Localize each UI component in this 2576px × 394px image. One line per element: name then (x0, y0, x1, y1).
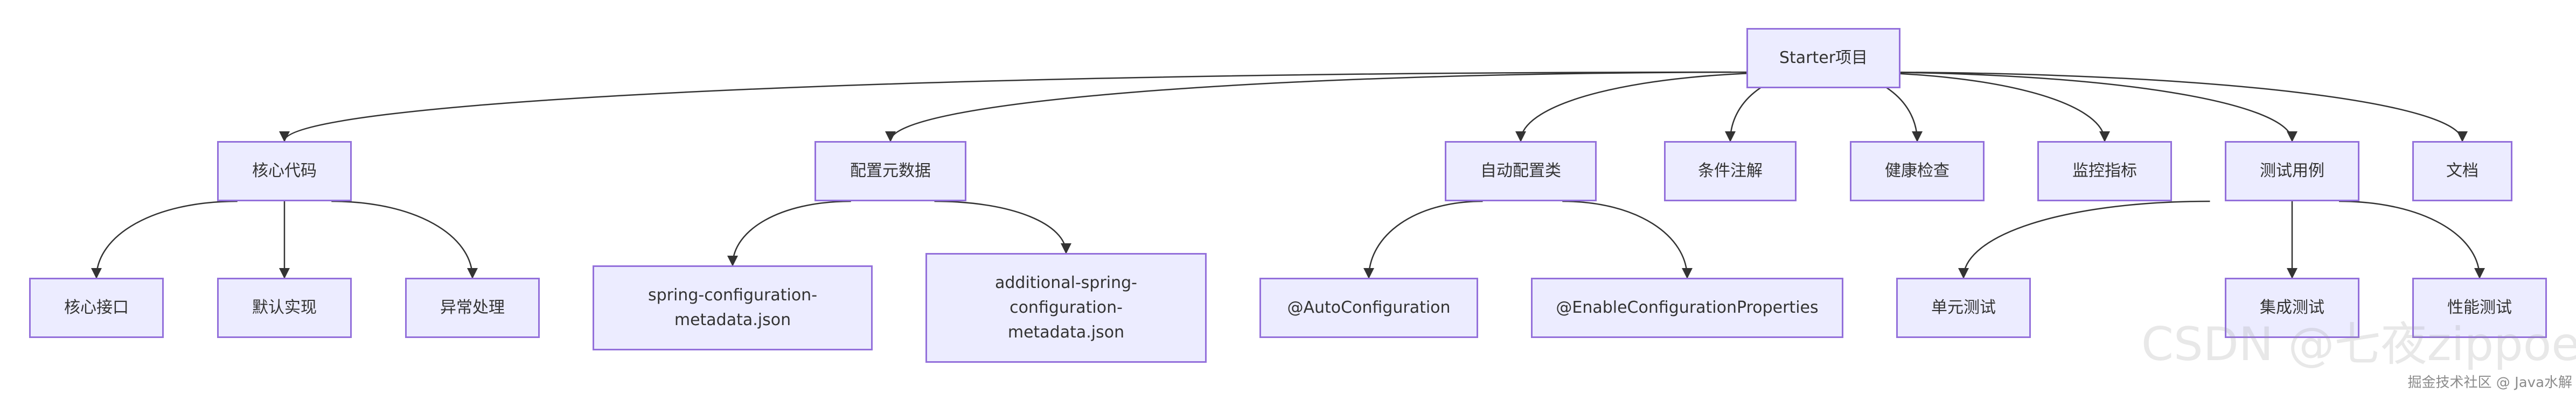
node-spring-config-metadata-line-2: metadata.json (674, 311, 791, 329)
node-config-metadata-label: 配置元数据 (850, 161, 931, 180)
node-unit-test: 单元测试 (1896, 278, 2031, 338)
node-root-label: Starter项目 (1779, 48, 1868, 67)
edge-root-to-docs (1862, 71, 2468, 142)
node-core-interface: 核心接口 (29, 278, 164, 338)
edge-config-metadata-to-spring-config-metadata (727, 200, 851, 266)
edge-root-to-config-metadata (885, 71, 1768, 142)
node-additional-spring-config-metadata-line-3: metadata.json (1007, 323, 1125, 342)
edge-root-to-auto-config (1515, 71, 1806, 142)
node-integration-test: 集成测试 (2225, 278, 2359, 338)
node-performance-test: 性能测试 (2412, 278, 2547, 338)
node-auto-configuration-annotation: @AutoConfiguration (1259, 278, 1478, 338)
node-auto-config-label: 自动配置类 (1480, 161, 1561, 180)
node-unit-test-label: 单元测试 (1931, 298, 1996, 317)
node-test-cases-label: 测试用例 (2260, 161, 2324, 180)
edge-test-cases-to-performance-test (2338, 200, 2485, 279)
node-additional-spring-config-metadata: additional-spring- configuration- metada… (925, 253, 1207, 363)
node-metrics-label: 监控指标 (2072, 161, 2137, 180)
node-core-interface-label: 核心接口 (64, 298, 129, 317)
node-docs: 文档 (2412, 141, 2512, 201)
node-config-metadata: 配置元数据 (814, 141, 966, 201)
watermark-sub: 掘金技术社区 @ Java水解 (2407, 375, 2572, 391)
edge-core-code-to-exception-handling (331, 200, 478, 279)
node-root: Starter项目 (1746, 28, 1900, 88)
watermark-main: CSDN @七夜zippoe (2141, 318, 2576, 371)
node-spring-config-metadata: spring-configuration- metadata.json (593, 265, 873, 350)
edge-auto-config-to-enable-config-properties (1562, 200, 1693, 279)
edge-test-cases-to-unit-test (1958, 200, 2210, 279)
edge-core-code-to-core-interface (91, 200, 238, 279)
node-default-impl-label: 默认实现 (252, 298, 317, 317)
node-enable-config-properties: @EnableConfigurationProperties (1531, 278, 1843, 338)
node-docs-label: 文档 (2446, 161, 2478, 180)
node-core-code-label: 核心代码 (252, 161, 317, 180)
node-additional-spring-config-metadata-line-1: additional-spring- (994, 273, 1138, 292)
node-auto-configuration-annotation-label: @AutoConfiguration (1287, 298, 1451, 317)
node-default-impl: 默认实现 (217, 278, 352, 338)
node-conditional-annotations-label: 条件注解 (1698, 161, 1763, 180)
node-enable-config-properties-label: @EnableConfigurationProperties (1556, 298, 1819, 317)
node-test-cases: 测试用例 (2225, 141, 2359, 201)
node-integration-test-label: 集成测试 (2260, 298, 2324, 317)
edge-config-metadata-to-additional-spring-config-metadata (934, 200, 1071, 254)
node-health-check-label: 健康检查 (1885, 161, 1950, 180)
node-conditional-annotations: 条件注解 (1664, 141, 1797, 201)
node-exception-handling-label: 异常处理 (440, 298, 505, 317)
node-spring-config-metadata-line-1: spring-configuration- (648, 286, 818, 305)
node-health-check: 健康检查 (1850, 141, 1985, 201)
node-additional-spring-config-metadata-line-2: configuration- (1009, 298, 1123, 317)
edge-root-to-test-cases (1851, 71, 2297, 142)
node-performance-test-label: 性能测试 (2447, 298, 2512, 317)
edge-root-to-core-code (279, 71, 1731, 142)
node-auto-config: 自动配置类 (1445, 141, 1597, 201)
node-metrics: 监控指标 (2037, 141, 2172, 201)
node-exception-handling: 异常处理 (405, 278, 540, 338)
edge-auto-config-to-auto-configuration-annotation (1363, 200, 1483, 279)
edge-root-to-metrics (1840, 71, 2110, 142)
node-core-code: 核心代码 (217, 141, 352, 201)
